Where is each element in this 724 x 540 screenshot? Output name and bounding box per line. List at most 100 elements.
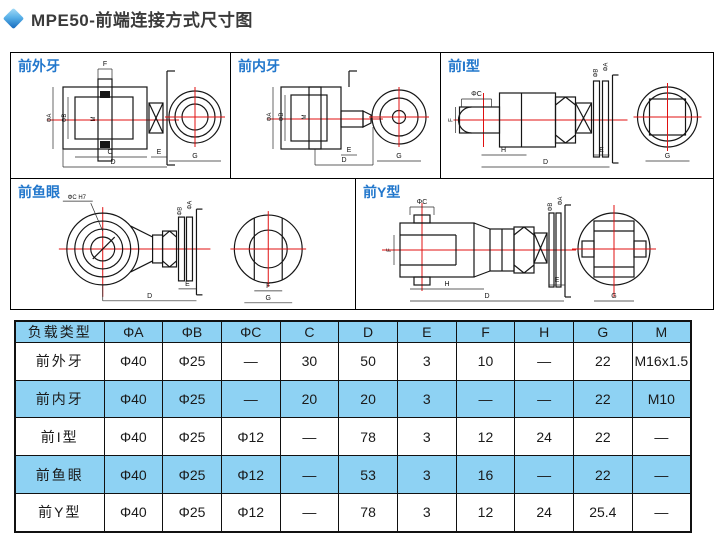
table-cell: — — [514, 342, 574, 381]
diamond-icon — [2, 7, 25, 30]
panel-front-internal-thread: 前内牙 ΦA ΦB M E D G — [231, 53, 441, 179]
dimension-table: 负载类型 ΦA ΦB ΦC C D E F H G M 前外牙 Φ40 Φ25 … — [14, 320, 692, 533]
table-cell: Φ25 — [162, 379, 222, 419]
dim-d: D — [341, 157, 346, 164]
panel-label: 前I型 — [448, 58, 480, 74]
dim-d: D — [110, 159, 115, 166]
table-header-row: 负载类型 ΦA ΦB ΦC C D E F H G M — [14, 320, 692, 343]
row-label: 前外牙 — [14, 342, 105, 381]
panel-front-fisheye: 前鱼眼 ΦB ΦA ΦC H7 E D — [11, 179, 356, 309]
table-cell: — — [279, 417, 340, 457]
col-header-d: D — [338, 320, 398, 343]
table-cell: 3 — [396, 342, 457, 381]
page-title: MPE50-前端连接方式尺寸图 — [31, 11, 253, 30]
table-cell: 24 — [514, 492, 574, 533]
dim-e: E — [157, 149, 162, 156]
table-cell: — — [514, 379, 574, 419]
col-header-f: F — [455, 320, 516, 343]
dim-h: H — [444, 281, 449, 288]
i-type-drawing: ΦC F ΦB ΦA H E D G — [449, 63, 702, 168]
table-cell: 3 — [396, 417, 457, 457]
dim-g: G — [396, 153, 401, 160]
dim-phi-c: ΦC — [417, 199, 428, 206]
dim-phi-b: ΦB — [548, 203, 554, 212]
dim-phi-a: ΦA — [187, 201, 193, 210]
table-cell: 78 — [338, 492, 398, 533]
table-cell: — — [455, 379, 516, 419]
panel-front-y-type: 前Y型 ΦC F ΦB ΦA — [356, 179, 713, 309]
table-row: 前鱼眼 Φ40 Φ25 Φ12 — 53 3 16 — 22 — — [14, 455, 692, 494]
dim-phi-b: ΦB — [594, 69, 600, 78]
table-cell: 24 — [514, 417, 574, 457]
dim-d: D — [484, 293, 489, 300]
col-header-c: C — [279, 320, 340, 343]
col-header-phi-c: ΦC — [220, 320, 281, 343]
table-cell: 22 — [573, 379, 633, 419]
dim-phi-a: ΦA — [267, 113, 273, 122]
table-cell: 3 — [396, 455, 457, 494]
title-bar: MPE50-前端连接方式尺寸图 — [2, 6, 253, 31]
dim-phi-b: ΦB — [178, 207, 184, 216]
table-cell: 20 — [338, 379, 398, 419]
col-header-h: H — [514, 320, 574, 343]
table-cell: 20 — [279, 379, 340, 419]
dim-phi-a: ΦA — [558, 197, 564, 206]
table-cell: M10 — [631, 379, 692, 419]
dim-phi-b: ΦB — [62, 114, 68, 123]
table-cell: Φ25 — [162, 417, 222, 457]
dim-m: M — [302, 115, 308, 120]
dim-f: F — [387, 248, 393, 252]
table-cell: 22 — [573, 455, 633, 494]
row-label: 前I型 — [14, 417, 105, 457]
dim-g: G — [611, 293, 616, 300]
table-cell: 25.4 — [573, 492, 633, 533]
col-header-phi-b: ΦB — [162, 320, 222, 343]
col-header-phi-a: ΦA — [103, 320, 164, 343]
table-cell: 12 — [455, 492, 516, 533]
table-row: 前I型 Φ40 Φ25 Φ12 — 78 3 12 24 22 — — [14, 417, 692, 457]
internal-thread-drawing: ΦA ΦB M E D G — [267, 70, 429, 166]
dim-phi-c-h7: ΦC H7 — [68, 195, 87, 201]
table-cell: Φ25 — [162, 455, 222, 494]
panel-label: 前Y型 — [363, 184, 401, 200]
external-thread-drawing: F ΦA ΦB M C E D G — [47, 61, 225, 168]
table-cell: 53 — [338, 455, 398, 494]
table-cell: 16 — [455, 455, 516, 494]
dim-f: F — [449, 118, 455, 122]
col-header-m: M — [631, 320, 692, 343]
table-cell: — — [220, 342, 281, 381]
table-cell: — — [631, 492, 692, 533]
table-cell: — — [514, 455, 574, 494]
table-cell: 22 — [573, 417, 633, 457]
table-cell: 30 — [279, 342, 340, 381]
dim-phi-a: ΦA — [47, 114, 53, 123]
panel-label: 前鱼眼 — [18, 184, 60, 200]
table-cell: 50 — [338, 342, 398, 381]
table-cell: M16x1.5 — [631, 342, 692, 381]
dim-phi-a: ΦA — [604, 63, 610, 72]
dim-c: C — [107, 149, 112, 156]
table-cell: Φ40 — [103, 455, 164, 494]
dim-d: D — [147, 293, 152, 300]
table-cell: 22 — [573, 342, 633, 381]
dim-g: G — [665, 153, 670, 160]
dim-g: G — [266, 295, 271, 302]
table-cell: Φ40 — [103, 342, 164, 381]
table-cell: 78 — [338, 417, 398, 457]
panel-front-external-thread: 前外牙 F ΦA ΦB M C E D — [11, 53, 231, 179]
dim-e: E — [599, 147, 604, 154]
dim-f: F — [103, 61, 107, 68]
dim-h: H — [501, 147, 506, 154]
table-row: 前外牙 Φ40 Φ25 — 30 50 3 10 — 22 M16x1.5 — [14, 342, 692, 381]
dim-e: E — [555, 277, 560, 284]
table-cell: Φ25 — [162, 342, 222, 381]
table-cell: 10 — [455, 342, 516, 381]
table-cell: 3 — [396, 379, 457, 419]
table-cell: — — [631, 455, 692, 494]
table-cell: Φ12 — [220, 455, 281, 494]
dim-g: G — [192, 153, 197, 160]
row-label: 前Y型 — [14, 492, 105, 533]
table-cell: — — [631, 417, 692, 457]
panel-label: 前外牙 — [18, 58, 60, 74]
